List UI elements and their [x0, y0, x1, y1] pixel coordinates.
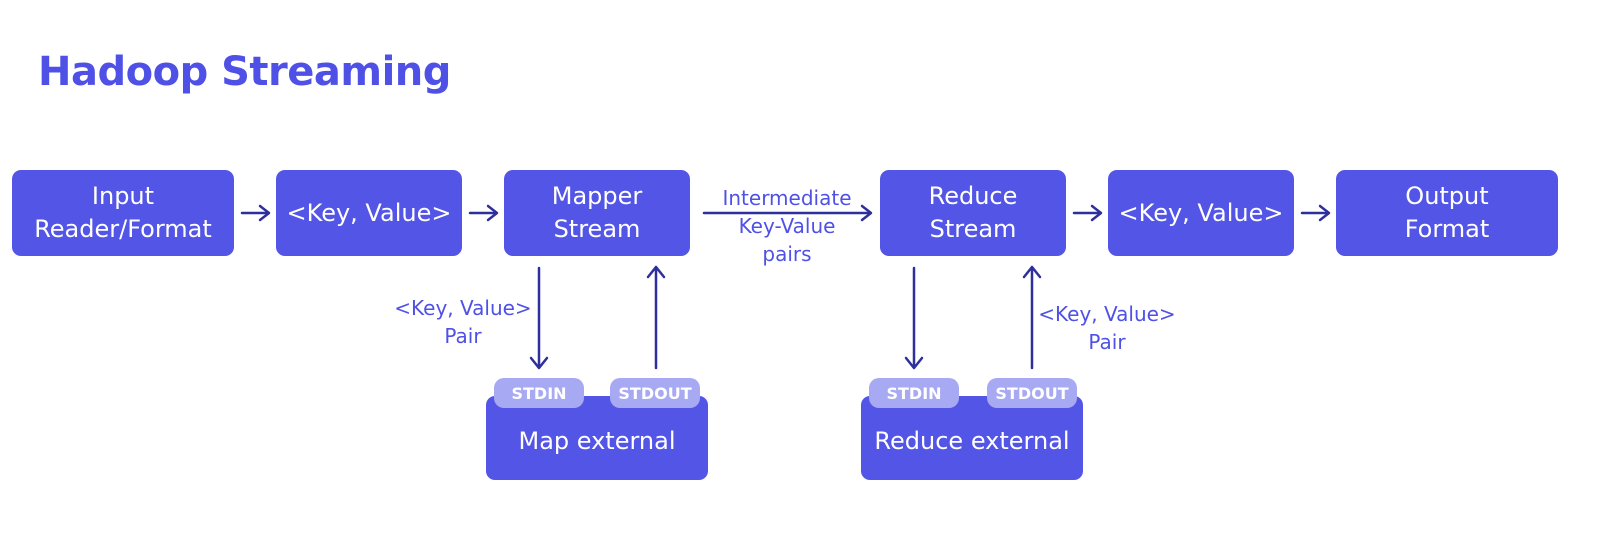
box-label: <Key, Value>: [286, 198, 452, 227]
intermediate-key-value-label: Intermediate Key-Value pairs: [712, 184, 862, 268]
box-label: Output: [1405, 182, 1489, 210]
map-pair-label: <Key, Value> Pair: [392, 294, 534, 350]
key-value-box-2: <Key, Value>: [1108, 170, 1294, 256]
label-line: <Key, Value>: [394, 296, 532, 320]
box-label: <Key, Value>: [1118, 198, 1284, 227]
stdout-label: STDOUT: [618, 383, 692, 403]
output-format-box: Output Format: [1336, 170, 1558, 256]
stdin-label: STDIN: [511, 383, 567, 403]
reduce-stream-box: Reduce Stream: [880, 170, 1066, 256]
arrow-reduce-to-kv: [1072, 204, 1103, 222]
arrow-kv-to-output: [1300, 204, 1331, 222]
box-label: Reduce: [928, 182, 1018, 210]
arrow-reduce-to-stdin: [904, 266, 924, 370]
arrow-kv-to-mapper: [468, 204, 499, 222]
arrow-stdout-to-mapper: [646, 265, 666, 370]
reduce-stdin-tag: STDIN: [869, 378, 959, 408]
label-line: <Key, Value>: [1038, 302, 1176, 326]
box-label: Mapper: [551, 182, 643, 210]
key-value-box-1: <Key, Value>: [276, 170, 462, 256]
map-stdin-tag: STDIN: [494, 378, 584, 408]
page-title: Hadoop Streaming: [38, 49, 451, 95]
reduce-external-label: Reduce external: [874, 427, 1070, 455]
reduce-stdout-tag: STDOUT: [987, 378, 1077, 408]
stdin-label: STDIN: [886, 383, 942, 403]
reduce-pair-label: <Key, Value> Pair: [1036, 300, 1178, 356]
input-reader-format-box: Input Reader/Format: [12, 170, 234, 256]
label-line: Pair: [444, 324, 482, 348]
box-label: Reader/Format: [34, 215, 212, 243]
label-line: pairs: [762, 242, 812, 266]
box-label: Input: [91, 182, 155, 210]
map-external-label: Map external: [518, 427, 676, 455]
map-external-box: Map external: [486, 396, 708, 480]
box-label: Stream: [929, 215, 1017, 243]
box-label: Stream: [553, 215, 641, 243]
label-line: Intermediate: [722, 186, 852, 210]
reduce-external-box: Reduce external: [861, 396, 1083, 480]
arrow-input-to-kv: [240, 204, 271, 222]
label-line: Pair: [1088, 330, 1126, 354]
mapper-stream-box: Mapper Stream: [504, 170, 690, 256]
label-line: Key-Value: [738, 214, 836, 238]
map-stdout-tag: STDOUT: [610, 378, 700, 408]
box-label: Format: [1404, 215, 1490, 243]
stdout-label: STDOUT: [995, 383, 1069, 403]
